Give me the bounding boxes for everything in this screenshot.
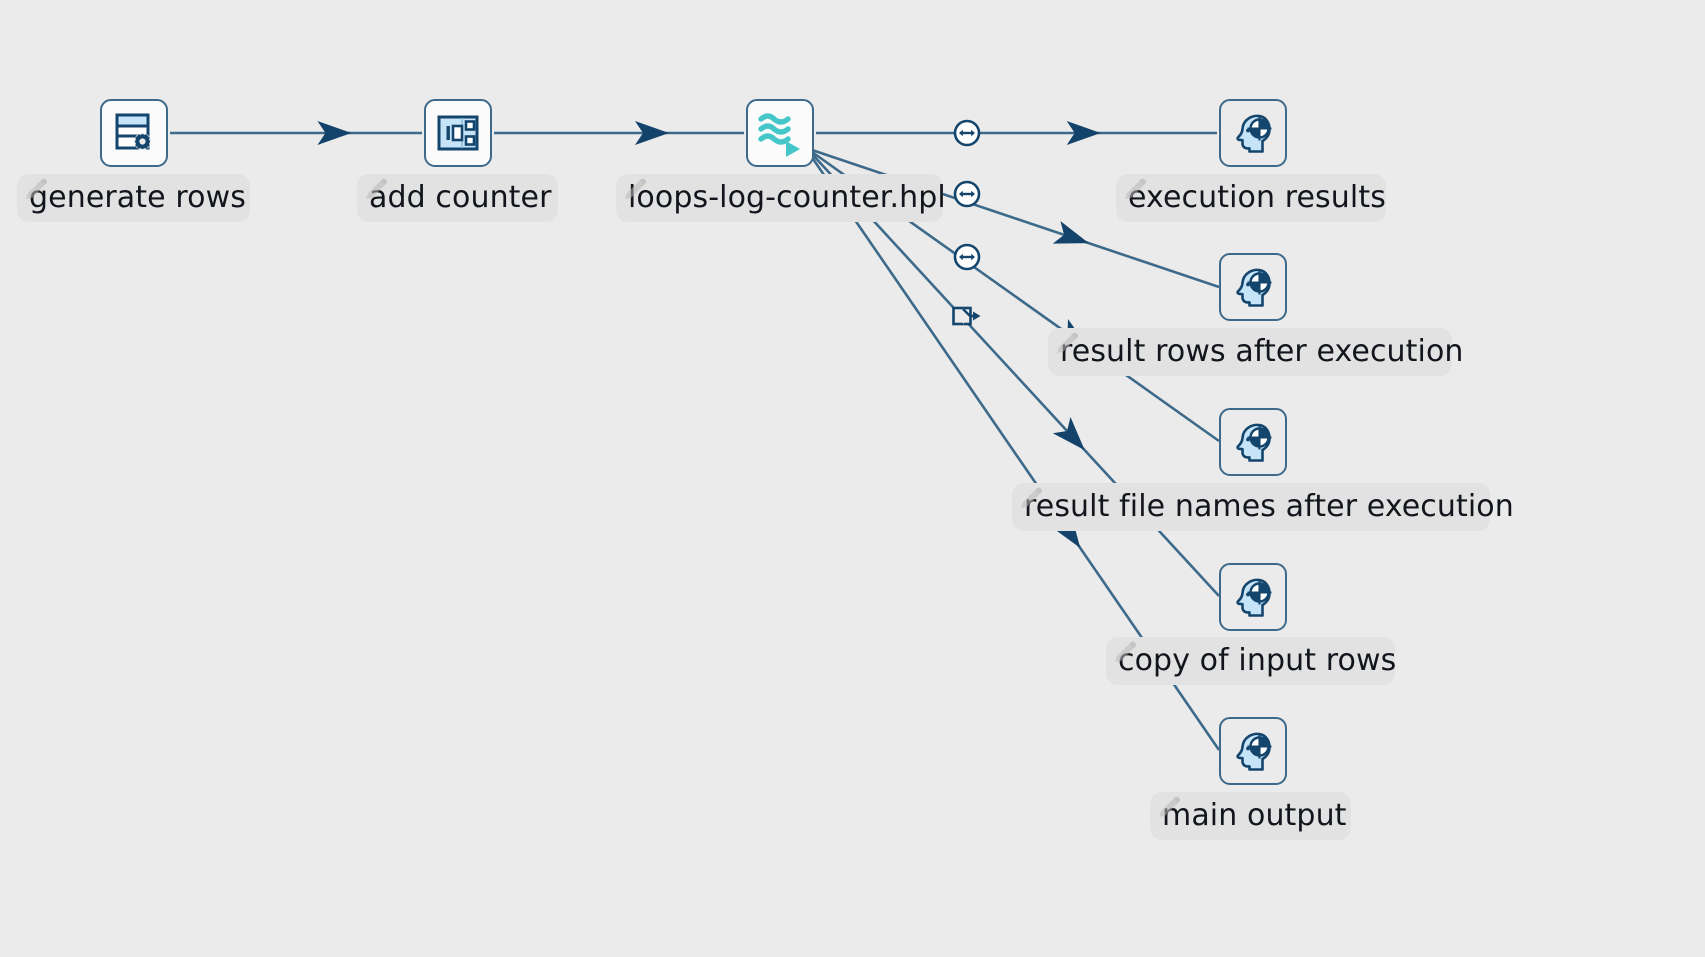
transform-node-loops-log-counter[interactable]	[746, 99, 814, 167]
hop-pipeline-to-execution-results[interactable]	[816, 121, 1217, 145]
transform-node-main-output[interactable]	[1219, 717, 1287, 785]
head-brain-icon	[1230, 110, 1276, 156]
pipeline-waves-icon	[755, 108, 805, 158]
node-label-loops-log-counter[interactable]: loops-log-counter.hpl	[616, 174, 946, 222]
hop-copy-circle-icon[interactable]	[953, 180, 981, 208]
hop-distribute-icon[interactable]	[952, 304, 982, 328]
table-gear-icon	[111, 110, 157, 156]
node-label-main-output[interactable]: main output	[1150, 792, 1351, 840]
transform-node-generate-rows[interactable]	[100, 99, 168, 167]
head-brain-icon	[1230, 574, 1276, 620]
node-label-execution-results[interactable]: execution results	[1116, 174, 1386, 222]
hop-arrowhead	[1066, 121, 1101, 145]
transform-node-result-rows-after-execution[interactable]	[1219, 253, 1287, 321]
hop-arrowhead	[1052, 220, 1089, 244]
node-label-result-file-names-after-execution[interactable]: result file names after execution	[1012, 483, 1514, 531]
node-label-add-counter[interactable]: add counter	[357, 174, 558, 222]
transform-node-execution-results[interactable]	[1219, 99, 1287, 167]
node-label-text: copy of input rows	[1118, 643, 1397, 678]
node-label-text: execution results	[1128, 180, 1386, 215]
node-label-text: generate rows	[29, 180, 246, 215]
node-label-generate-rows[interactable]: generate rows	[17, 174, 250, 222]
node-label-text: add counter	[369, 180, 552, 215]
node-label-text: main output	[1162, 798, 1347, 833]
node-label-copy-of-input-rows[interactable]: copy of input rows	[1106, 637, 1397, 685]
hop-arrowhead	[1052, 416, 1085, 451]
hop-arrowhead	[635, 121, 669, 145]
transform-node-copy-of-input-rows[interactable]	[1219, 563, 1287, 631]
node-label-result-rows-after-execution[interactable]: result rows after execution	[1048, 328, 1463, 376]
transform-node-add-counter[interactable]	[424, 99, 492, 167]
hop-generate-to-counter[interactable]	[170, 121, 422, 145]
hop-copy-circle-icon[interactable]	[953, 243, 981, 271]
hop-counter-to-pipeline[interactable]	[494, 121, 744, 145]
hop-copy-circle-icon[interactable]	[953, 119, 981, 147]
transform-node-result-file-names-after-execution[interactable]	[1219, 408, 1287, 476]
sequence-block-icon	[435, 110, 481, 156]
head-brain-icon	[1230, 264, 1276, 310]
hop-arrowhead	[317, 121, 352, 145]
node-label-text: loops-log-counter.hpl	[628, 180, 946, 215]
head-brain-icon	[1230, 728, 1276, 774]
node-label-text: result rows after execution	[1060, 334, 1464, 369]
head-brain-icon	[1230, 419, 1276, 465]
node-label-text: result file names after execution	[1024, 489, 1514, 524]
